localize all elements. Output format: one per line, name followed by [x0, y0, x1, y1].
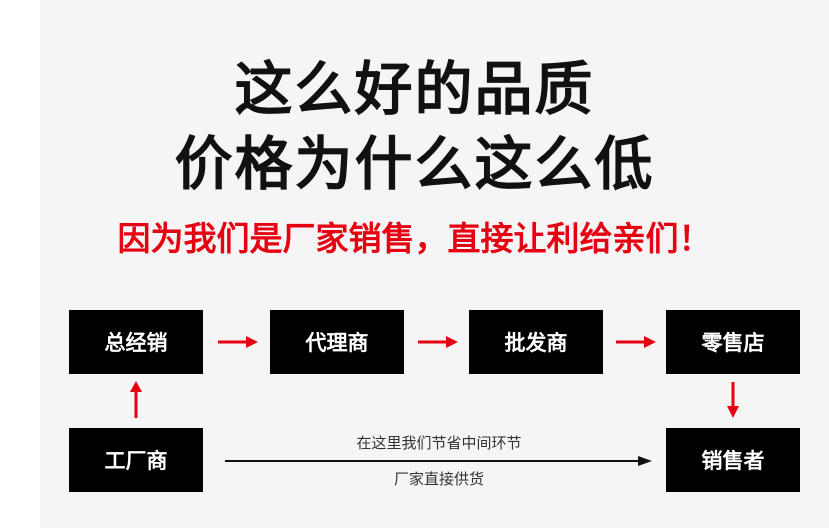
headline-line-1: 这么好的品质	[234, 55, 595, 123]
box-retailer: 零售店	[666, 310, 800, 374]
arrow-right-icon	[616, 336, 656, 348]
box-wholesaler: 批发商	[469, 310, 603, 374]
box-factory: 工厂商	[69, 428, 203, 492]
arrow-right-icon	[418, 336, 458, 348]
box-consumer: 销售者	[666, 428, 800, 492]
subtitle: 因为我们是厂家销售，直接让利给亲们！	[117, 219, 712, 258]
direct-path-bottom-note: 厂家直接供货	[393, 470, 484, 488]
arrow-right-long-icon	[225, 456, 652, 466]
headline-line-2: 价格为什么这么低	[174, 130, 655, 198]
arrow-right-icon	[218, 336, 258, 348]
arrow-down-icon	[727, 382, 739, 418]
arrow-up-icon	[130, 381, 142, 418]
box-general-distributor: 总经销	[69, 310, 203, 374]
direct-path-top-note: 在这里我们节省中间环节	[356, 434, 522, 452]
box-agent: 代理商	[270, 310, 404, 374]
